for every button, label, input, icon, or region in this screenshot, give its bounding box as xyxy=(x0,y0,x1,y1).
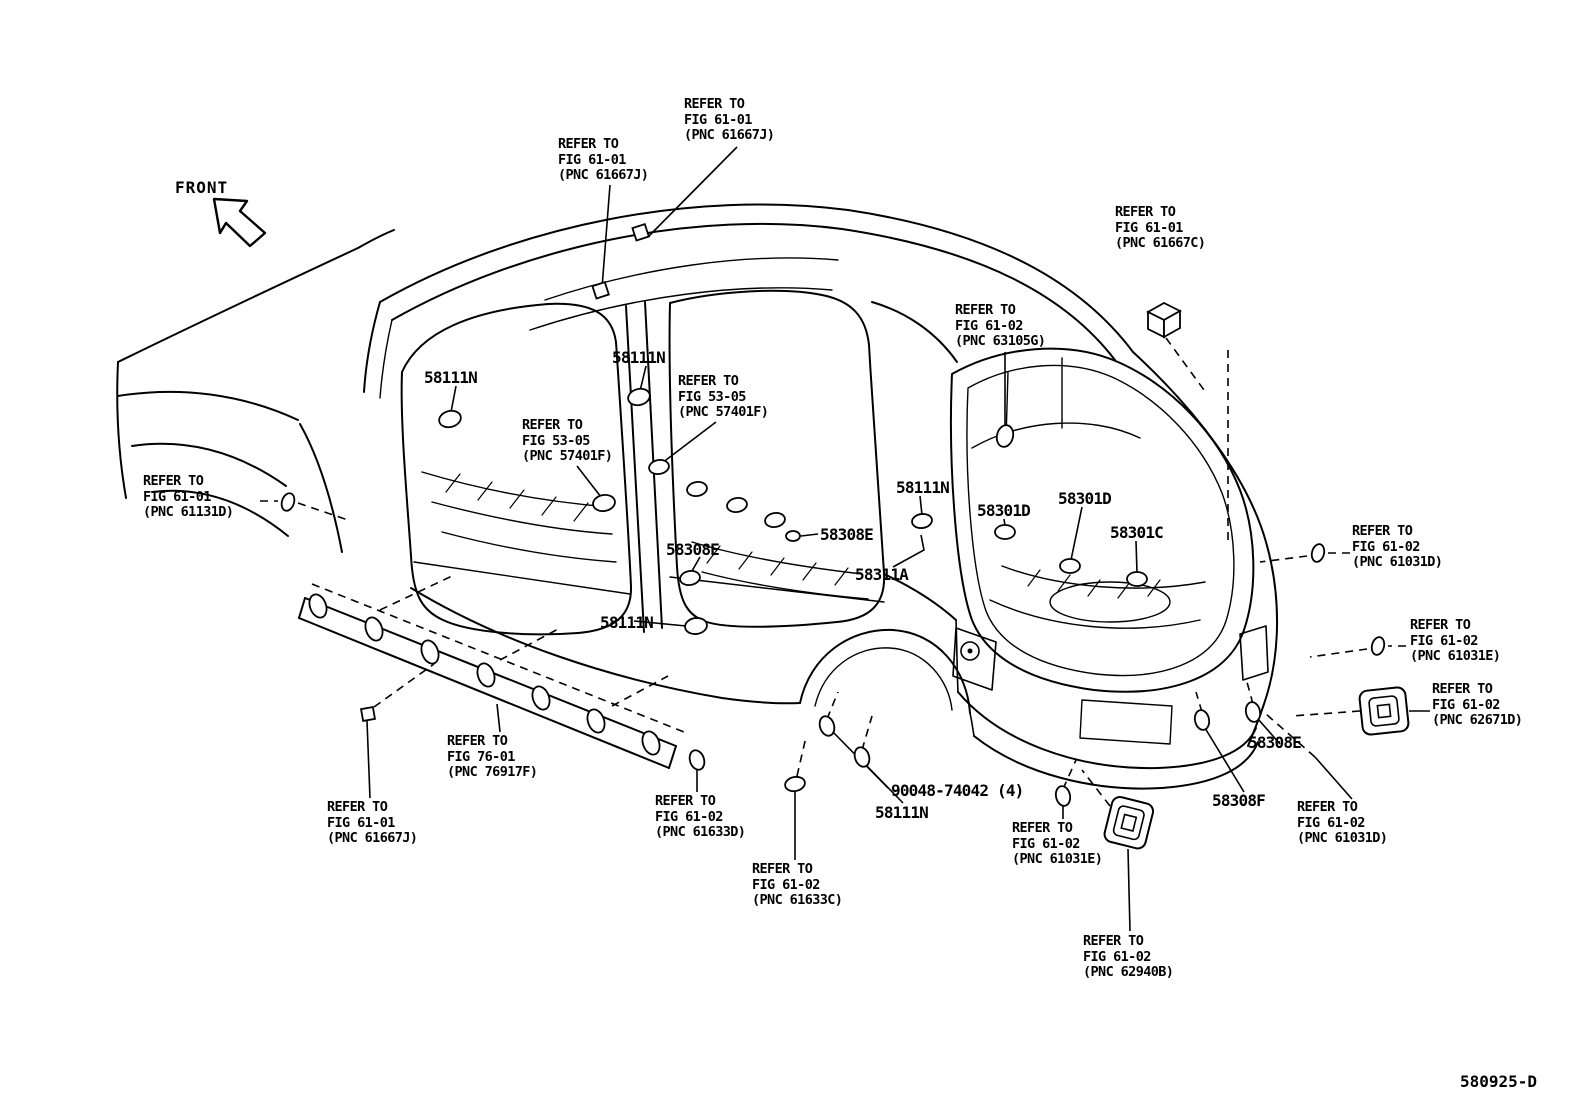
hole-plug xyxy=(684,617,708,635)
hole-plug xyxy=(364,616,384,642)
hole-plug xyxy=(911,513,933,529)
hole-plug xyxy=(995,424,1015,448)
figure-number: 580925-D xyxy=(1460,1072,1538,1091)
hole-plug xyxy=(853,746,871,768)
hole-plug xyxy=(438,409,462,429)
part-callout-58301d-left: 58301D xyxy=(977,501,1031,520)
hole-plug xyxy=(1126,571,1148,587)
part-callout-58308e-lower: 58308E xyxy=(666,540,720,559)
hole-plug xyxy=(280,492,296,512)
hole-plug xyxy=(531,685,551,711)
hole-plug xyxy=(476,662,496,688)
hole-plug xyxy=(1193,709,1211,731)
part-callout-58111n-front: 58111N xyxy=(424,368,478,387)
access-cover-plug xyxy=(1358,686,1410,736)
hole-plug xyxy=(1370,636,1386,656)
hole-plug xyxy=(592,493,616,513)
part-callout-58311a: 58311A xyxy=(855,565,909,584)
square-plug xyxy=(631,222,650,242)
hole-plug xyxy=(648,458,670,476)
hole-plug xyxy=(308,593,328,619)
hole-plug xyxy=(586,708,606,734)
car-body-outline xyxy=(116,203,1279,790)
hole-plug xyxy=(785,530,801,542)
hole-plug xyxy=(688,749,706,771)
hole-plugs xyxy=(280,387,1386,807)
square-plug xyxy=(591,280,610,300)
part-callout-58301c: 58301C xyxy=(1110,523,1164,542)
callout-leader-lines xyxy=(366,146,1430,932)
square-plug xyxy=(360,706,376,722)
hole-plug xyxy=(679,569,701,587)
part-callout-58308f: 58308F xyxy=(1212,791,1266,810)
front-label: FRONT xyxy=(175,178,229,197)
part-callout-58301d-right: 58301D xyxy=(1058,489,1112,508)
hole-plug xyxy=(1054,785,1072,807)
dashed-leader-lines xyxy=(260,337,1406,807)
part-callout-58111n-bottom: 58111N xyxy=(875,803,929,822)
hole-plug xyxy=(686,480,708,498)
hole-plug xyxy=(1059,558,1081,574)
part-callout-58111n-floor: 58111N xyxy=(600,613,654,632)
part-callout-58308e-upper: 58308E xyxy=(820,525,874,544)
part-callout-58111n-roof: 58111N xyxy=(612,348,666,367)
part-callout-58111n-mid: 58111N xyxy=(896,478,950,497)
hole-plug xyxy=(726,496,748,514)
hole-plug xyxy=(784,775,806,793)
part-callout-58308e-rear: 58308E xyxy=(1248,733,1302,752)
hole-plug xyxy=(1310,543,1326,563)
access-cover-plug xyxy=(1103,796,1155,850)
hole-plug xyxy=(420,639,440,665)
hole-plug xyxy=(627,387,651,407)
hole-plug xyxy=(641,730,661,756)
square-plugs xyxy=(360,222,1410,850)
front-arrow-icon xyxy=(212,197,267,248)
cube-plug xyxy=(1146,301,1182,339)
hole-plug xyxy=(818,715,836,737)
part-callout-90048-74042: 90048-74042 (4) xyxy=(891,781,1024,800)
hole-plug xyxy=(994,524,1016,540)
hole-plug xyxy=(1244,701,1262,723)
hole-plug xyxy=(764,511,786,529)
